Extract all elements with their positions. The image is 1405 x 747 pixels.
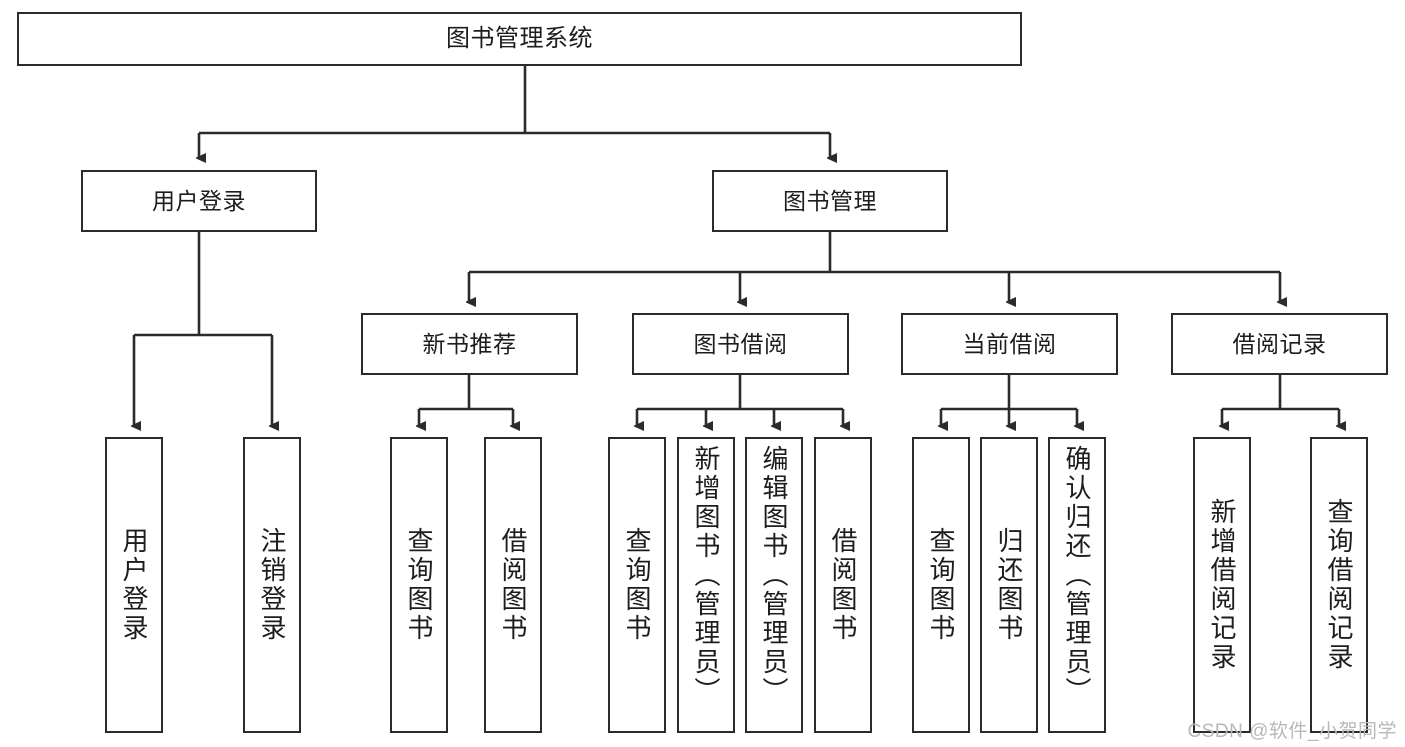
- node-book-borrow[interactable]: 图书借阅: [632, 313, 849, 375]
- node-root-system[interactable]: 图书管理系统: [17, 12, 1022, 66]
- leaf-add-book-admin[interactable]: 新增图书（管理员）: [677, 437, 735, 733]
- node-label: 新书推荐: [422, 330, 517, 357]
- leaf-query-book-recommend[interactable]: 查询图书: [390, 437, 448, 733]
- node-current-borrow[interactable]: 当前借阅: [901, 313, 1118, 375]
- leaf-return-book[interactable]: 归还图书: [980, 437, 1038, 733]
- node-label: 借阅图书: [828, 527, 858, 643]
- node-new-book-recommend[interactable]: 新书推荐: [361, 313, 578, 375]
- leaf-borrow-book[interactable]: 借阅图书: [814, 437, 872, 733]
- node-label: 归还图书: [994, 527, 1024, 643]
- node-label: 图书管理: [783, 187, 877, 214]
- leaf-confirm-return-admin[interactable]: 确认归还（管理员）: [1048, 437, 1106, 733]
- node-user-login[interactable]: 用户登录: [81, 170, 317, 232]
- node-label: 编辑图书（管理员）: [759, 445, 789, 706]
- node-label: 查询借阅记录: [1324, 498, 1354, 672]
- leaf-query-book-current[interactable]: 查询图书: [912, 437, 970, 733]
- node-label: 当前借阅: [962, 330, 1057, 357]
- csdn-watermark: CSDN @软件_小贺同学: [1187, 721, 1397, 742]
- leaf-user-login[interactable]: 用户登录: [105, 437, 163, 733]
- node-label: 用户登录: [152, 187, 246, 214]
- leaf-edit-book-admin[interactable]: 编辑图书（管理员）: [745, 437, 803, 733]
- leaf-query-borrow-record[interactable]: 查询借阅记录: [1310, 437, 1368, 733]
- leaf-add-borrow-record[interactable]: 新增借阅记录: [1193, 437, 1251, 733]
- node-label: 图书管理系统: [446, 25, 593, 53]
- node-label: 用户登录: [119, 527, 149, 643]
- node-label: 注销登录: [257, 527, 287, 643]
- node-borrow-record[interactable]: 借阅记录: [1171, 313, 1388, 375]
- node-label: 借阅图书: [498, 527, 528, 643]
- node-label: 确认归还（管理员）: [1062, 445, 1092, 706]
- node-label: 新增借阅记录: [1207, 498, 1237, 672]
- leaf-borrow-book-recommend[interactable]: 借阅图书: [484, 437, 542, 733]
- node-label: 借阅记录: [1232, 330, 1327, 357]
- node-label: 查询图书: [926, 527, 956, 643]
- node-book-management[interactable]: 图书管理: [712, 170, 948, 232]
- node-label: 查询图书: [404, 527, 434, 643]
- leaf-query-book-borrow[interactable]: 查询图书: [608, 437, 666, 733]
- leaf-logout[interactable]: 注销登录: [243, 437, 301, 733]
- node-label: 图书借阅: [693, 330, 788, 357]
- node-label: 新增图书（管理员）: [691, 445, 721, 706]
- node-label: 查询图书: [622, 527, 652, 643]
